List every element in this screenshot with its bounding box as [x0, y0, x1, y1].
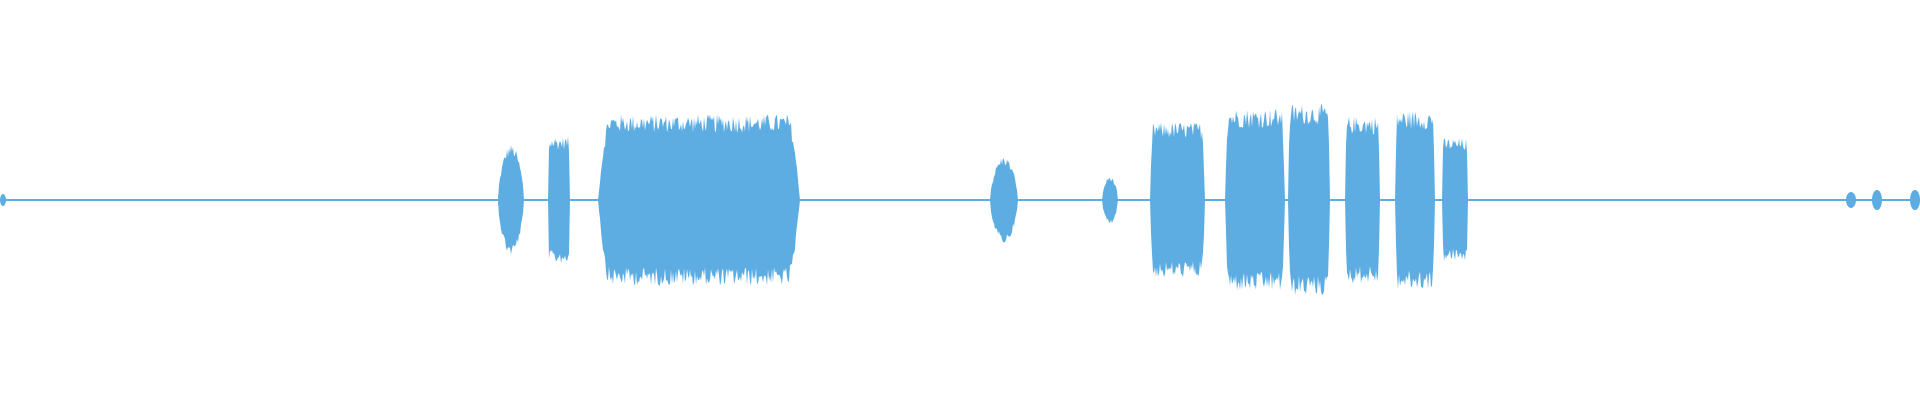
waveform-envelope — [1150, 122, 1205, 278]
waveform-segment — [1910, 190, 1920, 210]
waveform-segment — [498, 145, 524, 255]
waveform-segment — [1442, 138, 1468, 262]
waveform-envelope — [1288, 104, 1330, 296]
waveform-segment — [1846, 192, 1856, 208]
waveform-envelope — [1442, 138, 1468, 262]
waveform-envelope — [548, 136, 570, 264]
waveform-segment — [548, 136, 570, 264]
waveform-peak — [1872, 190, 1882, 210]
waveform-peak — [1846, 192, 1856, 208]
waveform-envelope — [1102, 178, 1118, 223]
waveform-peak — [1910, 190, 1920, 210]
waveform-segment — [990, 158, 1018, 243]
waveform-envelope — [498, 145, 524, 255]
waveform-peak — [0, 194, 6, 206]
waveform-segment — [1102, 178, 1118, 223]
waveform-segment — [1225, 109, 1285, 291]
waveform-segment — [1345, 116, 1380, 284]
waveform-segment — [1872, 190, 1882, 210]
waveform-segment — [1395, 111, 1435, 290]
waveform-envelope — [598, 114, 800, 286]
waveform-envelope — [1345, 116, 1380, 284]
waveform-envelope — [990, 158, 1018, 243]
waveform-envelope — [1395, 111, 1435, 290]
waveform-segment — [0, 194, 6, 206]
waveform-segment — [598, 114, 800, 286]
waveform-envelope — [1225, 109, 1285, 291]
waveform-segment — [1288, 104, 1330, 296]
waveform-segment — [1150, 122, 1205, 278]
